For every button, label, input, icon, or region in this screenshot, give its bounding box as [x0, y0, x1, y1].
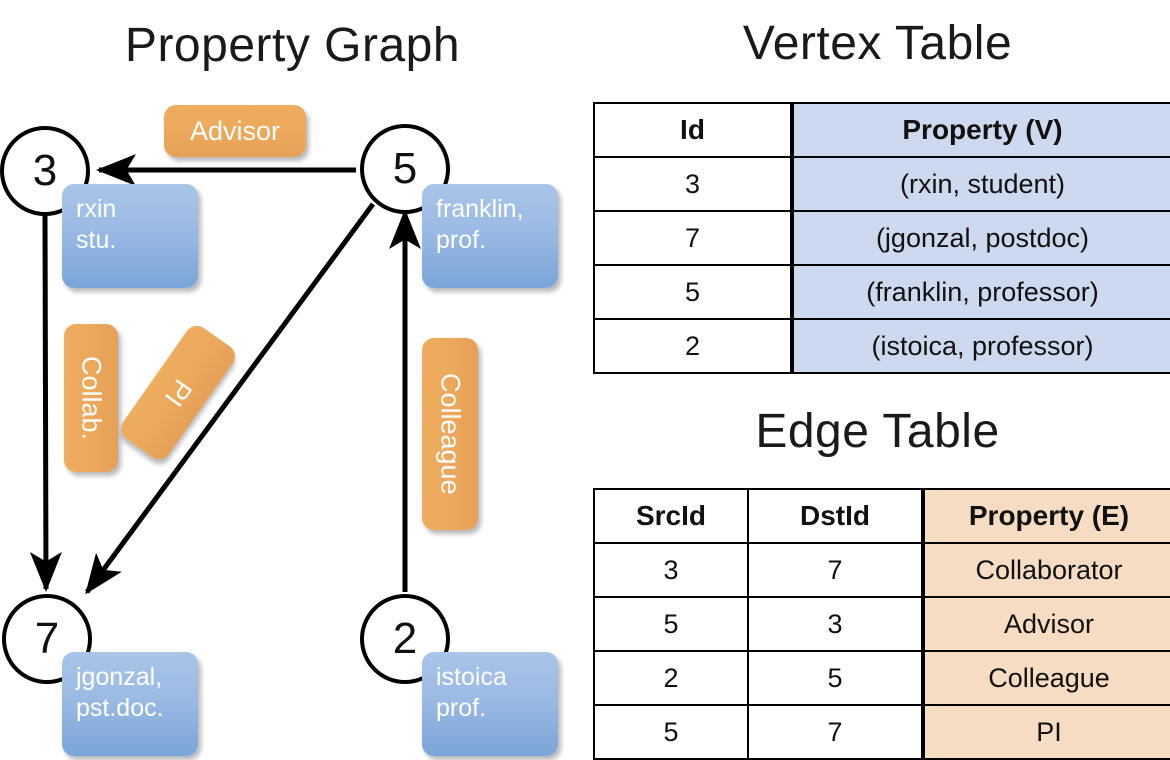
table-row: 7 (jgonzal, postdoc)	[593, 210, 1170, 266]
edge-row-2-src: 2	[593, 650, 749, 706]
vertex-property-callout-3: rxin stu.	[62, 184, 198, 288]
edge-label-pi-text: PI	[158, 373, 199, 412]
vertex-row-1-property: (jgonzal, postdoc)	[790, 210, 1170, 266]
vertex-property-callout-5: franklin, prof.	[422, 184, 558, 288]
edge-row-0-dst: 7	[747, 542, 924, 598]
edge-table: SrcId DstId Property (E) 3 7 Collaborato…	[593, 488, 1170, 760]
vertex-table-header-property: Property (V)	[790, 102, 1170, 158]
edge-label-colleague-text: Colleague	[435, 373, 466, 495]
graph-edges-svg	[29, 154, 421, 595]
edge-table-header-property: Property (E)	[921, 488, 1170, 544]
table-row: 3 (rxin, student)	[593, 156, 1170, 212]
property-graph-title: Property Graph	[124, 19, 461, 72]
edge-row-2-dst: 5	[747, 650, 924, 706]
edge-row-2-property: Colleague	[921, 650, 1170, 706]
edge-label-advisor: Advisor	[164, 105, 306, 157]
property-graph-diagram: 3 5 7 2 rxin stu. franklin, prof. jgonza…	[0, 80, 585, 760]
edge-row-3-dst: 7	[747, 704, 924, 760]
vertex-row-2-id: 5	[593, 264, 793, 320]
edge-table-header-srcid: SrcId	[593, 488, 749, 544]
edge-row-0-property: Collaborator	[921, 542, 1170, 598]
table-row: 3 7 Collaborator	[593, 542, 1170, 598]
vertex-table-header-id: Id	[593, 102, 793, 158]
vertex-node-5-label: 5	[392, 144, 418, 193]
vertex-node-2-label: 2	[392, 614, 418, 663]
vertex-node-3-label: 3	[32, 146, 58, 195]
vertex-row-0-id: 3	[593, 156, 793, 212]
vertex-row-3-property: (istoica, professor)	[790, 318, 1170, 374]
edge-label-advisor-text: Advisor	[189, 115, 281, 146]
vertex-table: Id Property (V) 3 (rxin, student) 7 (jgo…	[593, 102, 1170, 374]
callout-line-1: jgonzal,	[76, 663, 163, 691]
table-row: 2 5 Colleague	[593, 650, 1170, 706]
callout-line-1: rxin	[76, 195, 117, 223]
table-row: 5 7 PI	[593, 704, 1170, 760]
edge-label-colleague: Colleague	[422, 338, 478, 530]
edge-5-to-7	[84, 202, 376, 595]
table-header-row: SrcId DstId Property (E)	[593, 488, 1170, 544]
callout-line-2: stu.	[76, 225, 117, 254]
edge-row-3-src: 5	[593, 704, 749, 760]
edge-table-header-dstid: DstId	[747, 488, 924, 544]
vertex-node-5[interactable]: 5	[360, 124, 450, 214]
callout-line-1: franklin,	[436, 195, 524, 223]
edge-row-1-src: 5	[593, 596, 749, 652]
callout-line-2: prof.	[436, 225, 487, 254]
vertex-node-7-label: 7	[34, 614, 60, 663]
callout-line-2: prof.	[436, 693, 487, 722]
table-row: 2 (istoica, professor)	[593, 318, 1170, 374]
edge-label-collab: Collab.	[64, 324, 118, 472]
table-row: 5 (franklin, professor)	[593, 264, 1170, 320]
callout-line-2: pst.doc.	[76, 693, 164, 722]
edge-label-collab-text: Collab.	[76, 355, 107, 441]
vertex-row-3-id: 2	[593, 318, 793, 374]
table-row: 5 3 Advisor	[593, 596, 1170, 652]
vertex-table-title: Vertex Table	[742, 17, 1013, 70]
edge-row-1-dst: 3	[747, 596, 924, 652]
vertex-node-3[interactable]: 3	[0, 126, 90, 216]
edge-3-to-7	[29, 215, 62, 592]
vertex-row-2-property: (franklin, professor)	[790, 264, 1170, 320]
edge-row-0-src: 3	[593, 542, 749, 598]
vertex-property-callout-7: jgonzal, pst.doc.	[62, 652, 198, 756]
callout-line-1: istoica	[436, 663, 507, 691]
vertex-row-1-id: 7	[593, 210, 793, 266]
edge-row-1-property: Advisor	[921, 596, 1170, 652]
edge-table-title: Edge Table	[755, 405, 1000, 458]
vertex-property-callout-2: istoica prof.	[422, 652, 558, 756]
edge-row-3-property: PI	[921, 704, 1170, 760]
vertex-row-0-property: (rxin, student)	[790, 156, 1170, 212]
table-header-row: Id Property (V)	[593, 102, 1170, 158]
